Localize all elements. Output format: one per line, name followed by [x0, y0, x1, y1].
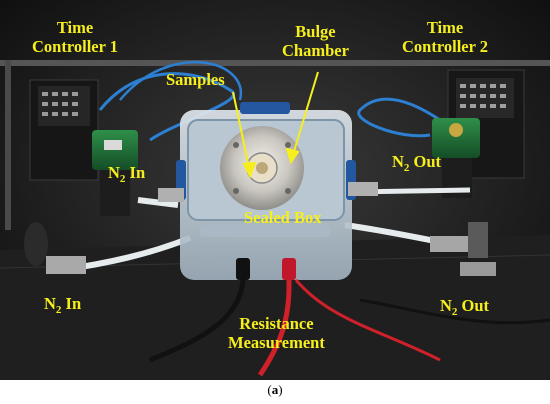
rack-bar — [0, 60, 550, 66]
resistance-probes — [149, 258, 550, 377]
left-inlet-fitting — [24, 222, 86, 274]
time-controller-1-device — [29, 79, 99, 181]
bulge-chamber-label: Bulge Chamber — [282, 22, 349, 60]
left-solenoid-valve — [92, 130, 138, 216]
right-solenoid-valve — [432, 118, 480, 198]
right-outlet-fitting — [430, 222, 496, 276]
n2-in-lower-label: N2 In — [44, 294, 82, 316]
blue-cable-right — [357, 97, 441, 138]
lab-setup-photo — [0, 0, 550, 380]
caption-letter: a — [271, 382, 279, 397]
n2-in-upper-label: N2 In — [108, 163, 146, 185]
table-surface — [0, 235, 550, 380]
annotation-arrows — [232, 71, 319, 179]
time-controller-1-label: Time Controller 1 — [32, 18, 119, 56]
sealed-box — [158, 102, 378, 280]
n2-out-upper-label: N2 Out — [392, 152, 442, 174]
figure-caption: (a) — [267, 382, 283, 397]
sealed-box-label: Sealed Box — [244, 208, 322, 227]
time-controller-2-label: Time Controller 2 — [402, 18, 489, 56]
samples-label: Samples — [166, 70, 225, 89]
n2-out-lower-label: N2 Out — [440, 296, 490, 318]
resistance-measurement-label: Resistance Measurement — [228, 314, 325, 352]
